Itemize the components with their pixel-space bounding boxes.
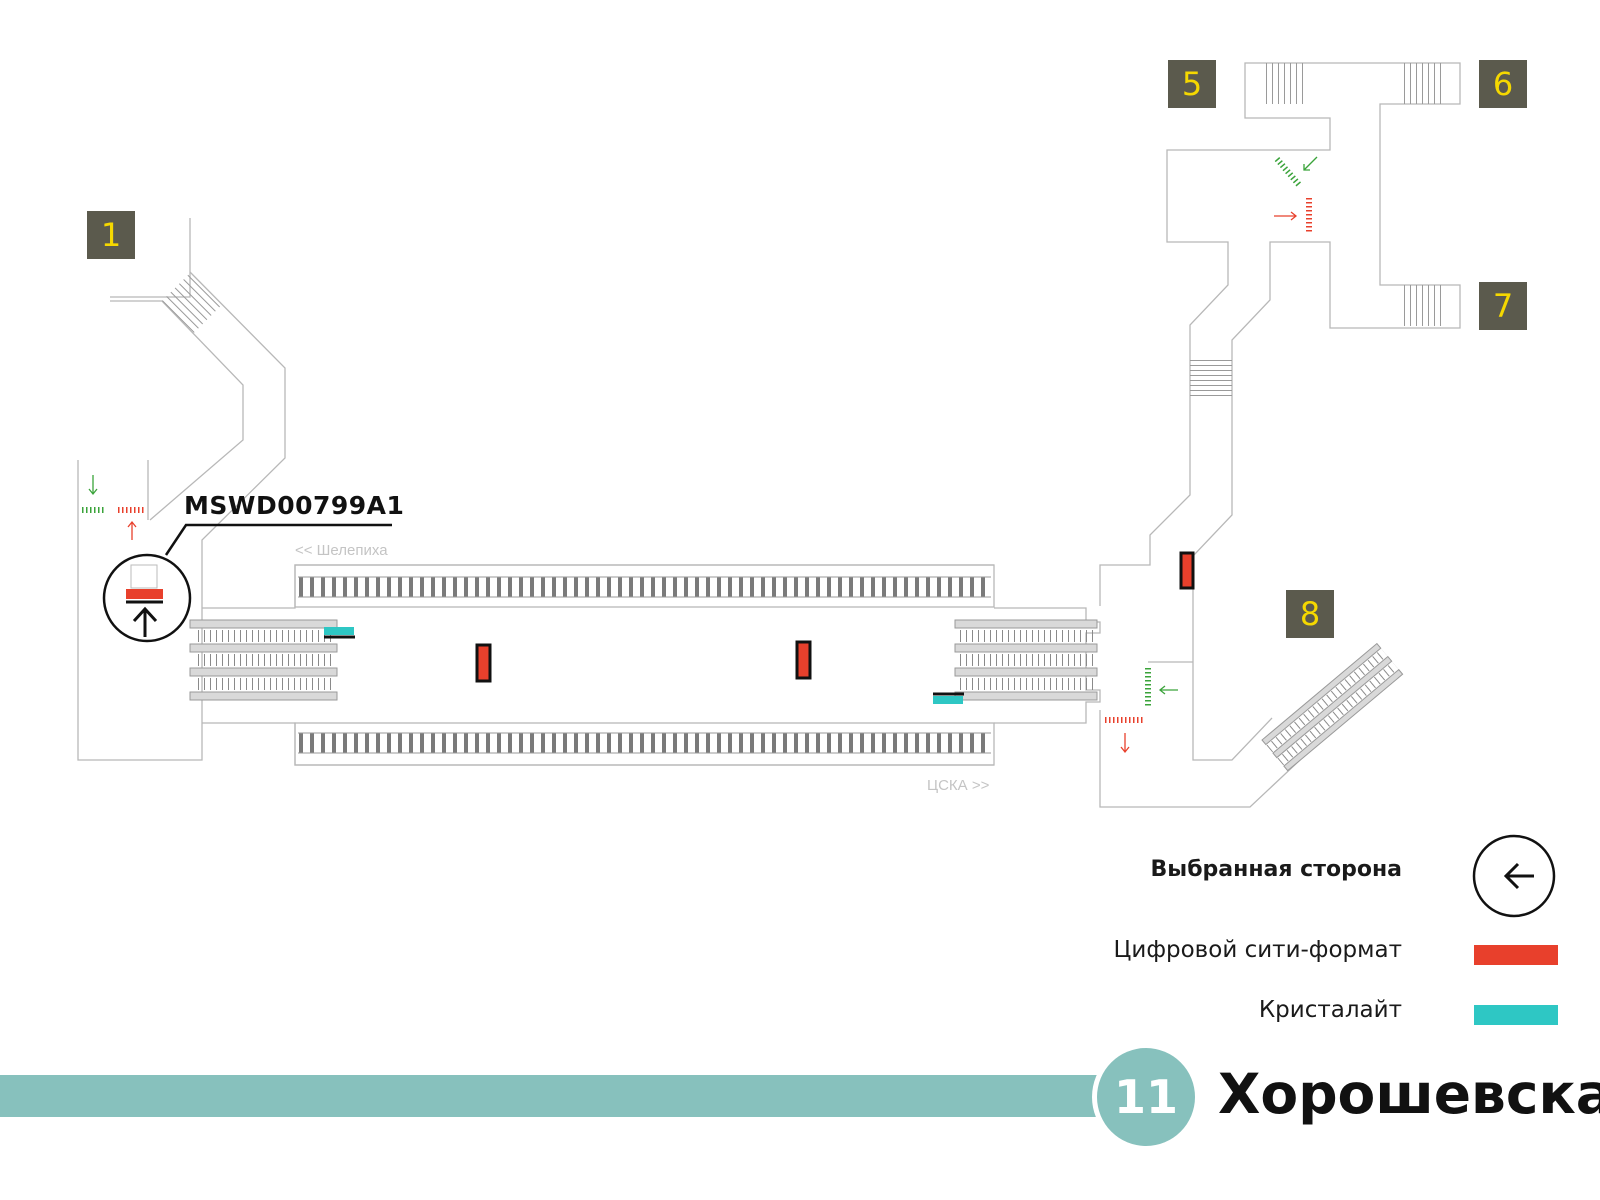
direction-label-left: << Шелепиха bbox=[295, 542, 388, 559]
digital-city-format-placement bbox=[1179, 551, 1195, 590]
exit-badge-5: 5 bbox=[1168, 60, 1216, 108]
line-number: 11 bbox=[1113, 1070, 1178, 1124]
direction-label-right: ЦСКА >> bbox=[927, 777, 990, 794]
panel-id-label: MSWD00799A1 bbox=[184, 491, 405, 520]
ad-placements bbox=[324, 551, 1195, 704]
selected-panel-marker bbox=[102, 523, 392, 643]
exit-badge-6: 6 bbox=[1479, 60, 1527, 108]
stairs bbox=[162, 63, 1441, 400]
legend-digital-city-format-label: Цифровой сити-формат bbox=[1113, 937, 1402, 963]
metro-line-bar bbox=[0, 1075, 1100, 1117]
walls bbox=[77, 62, 1461, 808]
digital-city-format-placement bbox=[795, 640, 812, 680]
escalators bbox=[189, 619, 1404, 772]
legend-selected-side-label: Выбранная сторона bbox=[1150, 857, 1402, 882]
exit-badge-7: 7 bbox=[1479, 282, 1527, 330]
turnstiles bbox=[82, 156, 1318, 754]
digital-city-format-placement bbox=[475, 643, 492, 683]
legend-digital-city-format-swatch bbox=[1474, 945, 1558, 965]
arrow-left-circle-icon bbox=[1472, 834, 1556, 918]
exit-badge-8: 8 bbox=[1286, 590, 1334, 638]
legend-crystallite-swatch bbox=[1474, 1005, 1558, 1025]
tracks bbox=[298, 576, 991, 754]
legend-crystallite-label: Кристалайт bbox=[1258, 997, 1402, 1023]
crystallite-placement bbox=[324, 627, 354, 635]
crystallite-placement bbox=[933, 696, 963, 704]
station-name: Хорошевская bbox=[1218, 1062, 1600, 1126]
exit-badge-1: 1 bbox=[87, 211, 135, 259]
line-number-badge bbox=[1097, 1048, 1195, 1146]
